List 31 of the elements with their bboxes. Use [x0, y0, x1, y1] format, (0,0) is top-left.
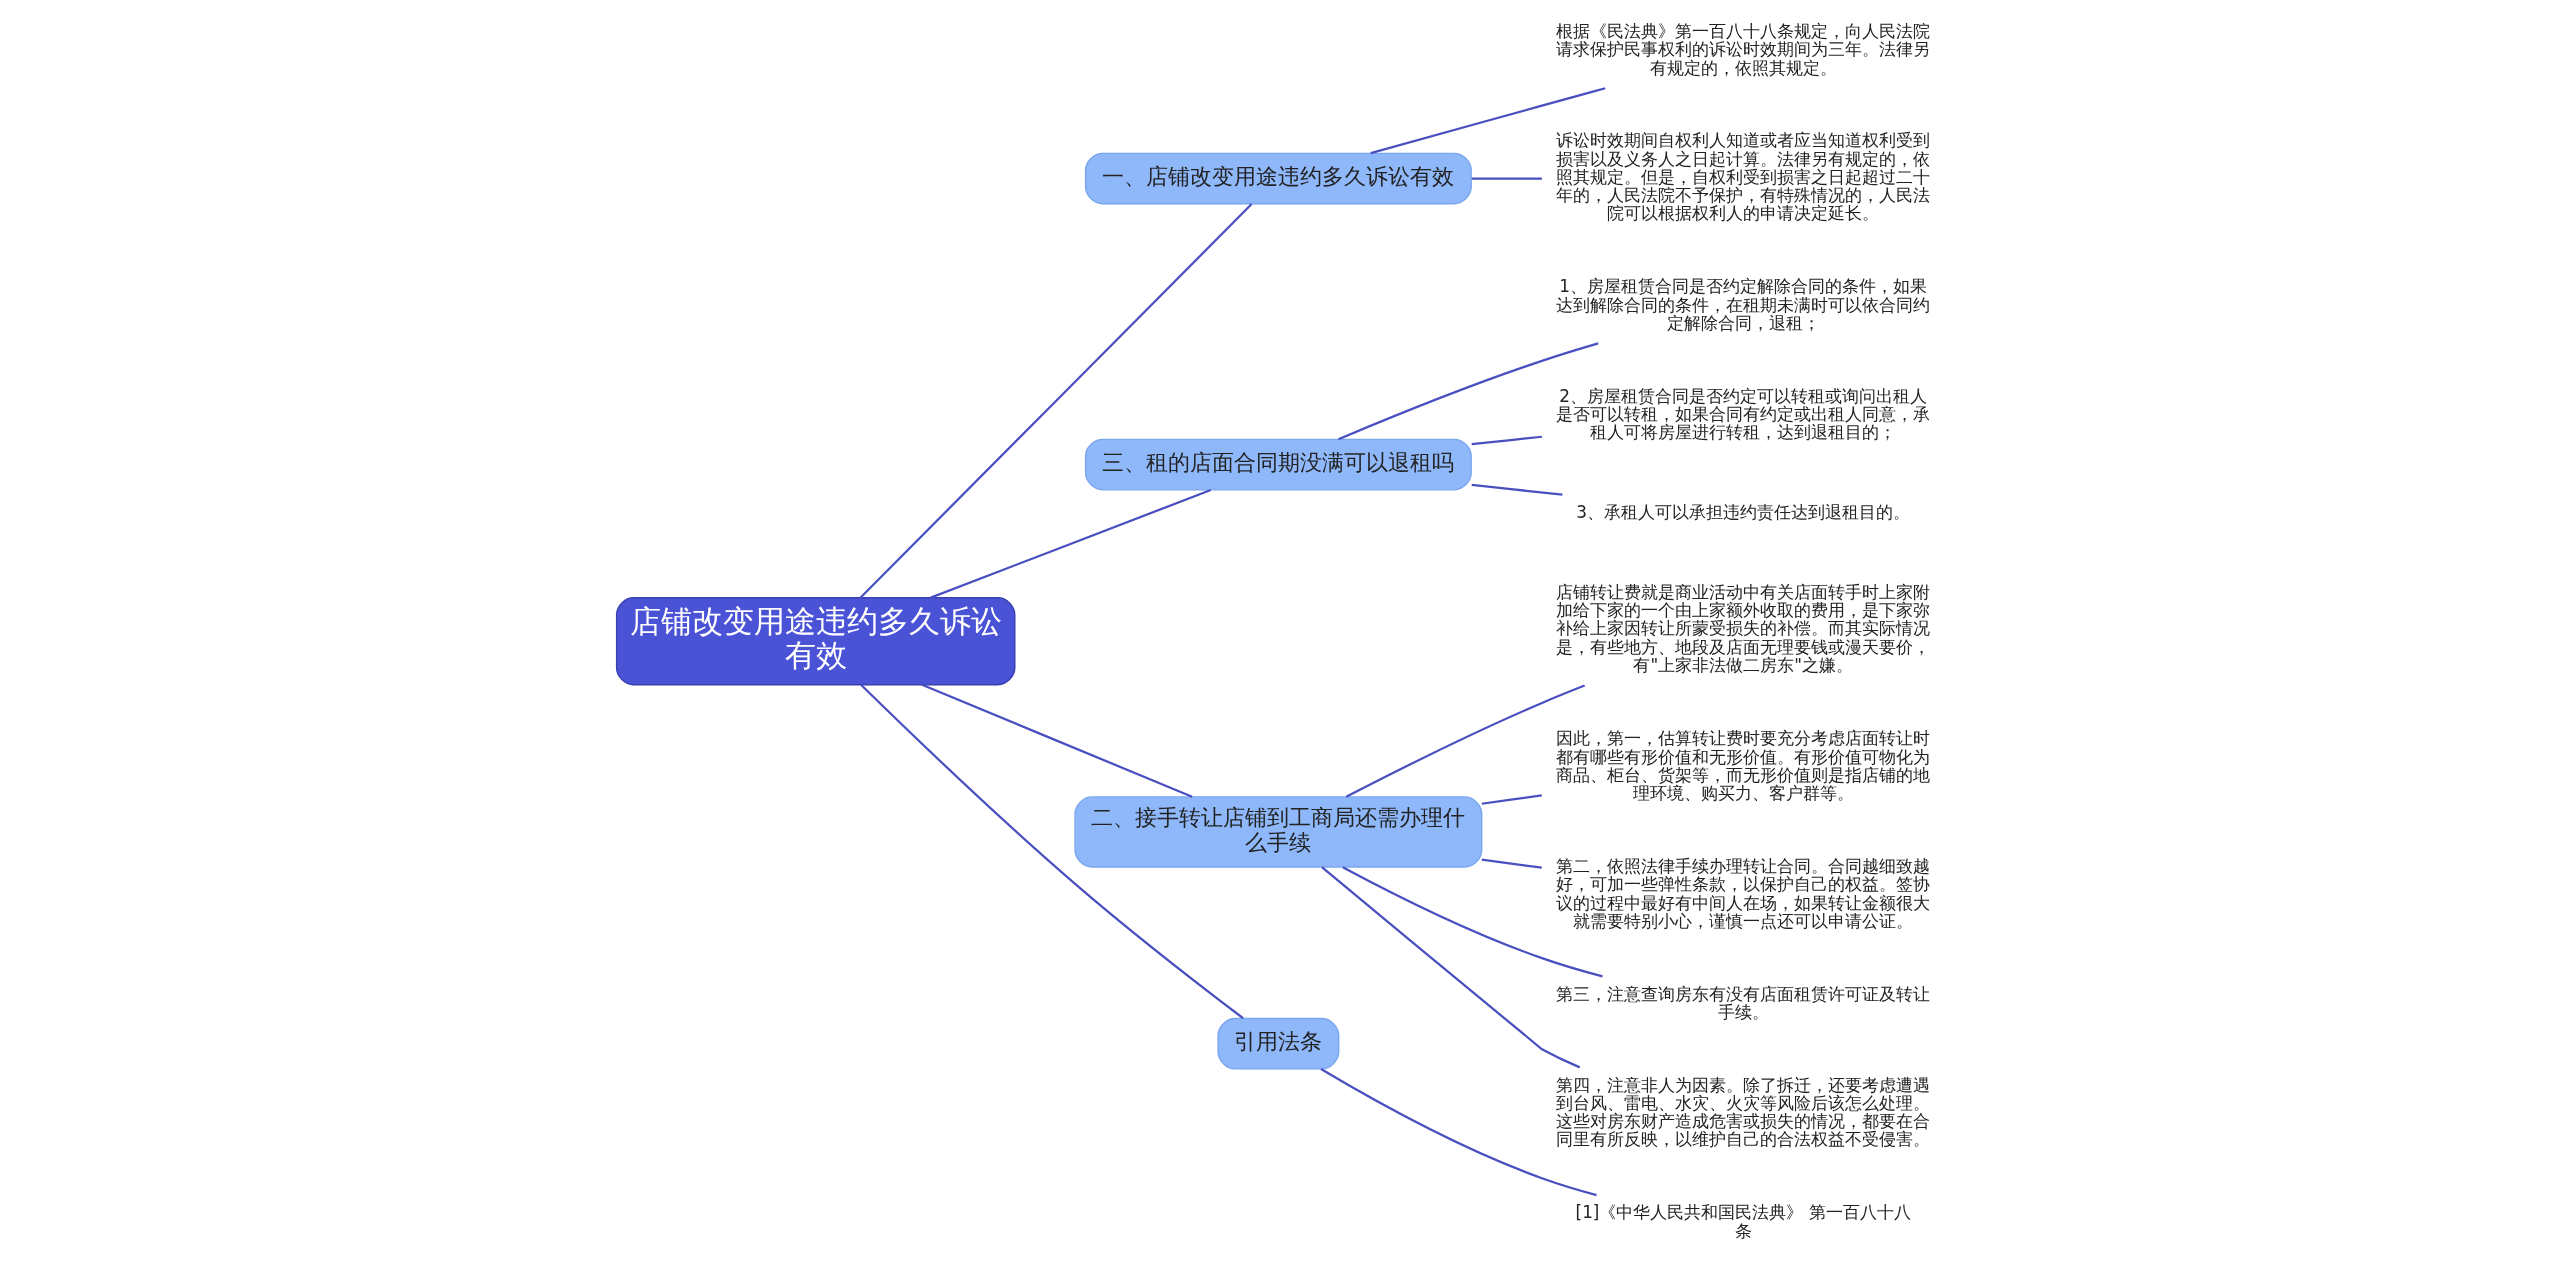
node-text: 2、房屋租赁合同是否约定可以转租或询问出租人是否可以转租，如果合同有约定或出租人同意，承租人可将房屋进行转租，达到退租目的； [1555, 385, 1930, 443]
connector [921, 683, 1193, 798]
node-text: 3、承租人可以承担违约责任达到退租目的。 [1575, 502, 1910, 523]
connector [859, 684, 1244, 1020]
connector [1319, 1068, 1597, 1197]
connector [1320, 866, 1580, 1069]
connector [1337, 342, 1599, 441]
connector [1481, 858, 1542, 869]
node-text: [1]《中华人民共和国民法典》 第一百八十八条 [1575, 1202, 1911, 1241]
connector [1471, 435, 1542, 446]
node-text: 第四，注意非人为因素。除了拆迁，还要考虑遭遇到台风、雷电、水灾、火灾等风险后该怎么处理。这些对房东财产造成危害或损失的情况，都要在合同里有所反映，以维护自己的合法权益不受侵害。 [1555, 1074, 1930, 1150]
node-box: 引用法条 [1216, 1017, 1339, 1070]
node-text: 根据《民法典》第一百八十八条规定，向人民法院请求保护民事权利的诉讼时效期间为三年。法律另有规定的，依照其规定。 [1555, 21, 1930, 78]
connector [1341, 866, 1603, 978]
connector [929, 489, 1211, 599]
node-box: 店铺改变用途违约多久诉讼有效 [615, 597, 1015, 686]
node-box: 二、接手转让店铺到工商局还需办理什么手续 [1073, 796, 1482, 868]
connector [1471, 177, 1542, 180]
connector [1345, 684, 1585, 798]
node-text: 第三，注意查询房东有没有店面租赁许可证及转让手续。 [1555, 983, 1930, 1022]
node-text: 1、房屋租赁合同是否约定解除合同的条件，如果达到解除合同的条件，在租期未满时可以依合同约定解除合同，退租； [1555, 276, 1930, 333]
node-box: 一、店铺改变用途违约多久诉讼有效 [1084, 152, 1472, 205]
node-text: 诉讼时效期间自权利人知道或者应当知道权利受到损害以及义务人之日起计算。法律另有规定的，依照其规定。但是，自权利受到损害之日起超过二十年的，人民法院不予保护，有特殊情况的，人民法院可以根据权利人的申请决定延长。 [1555, 130, 1930, 224]
node-text: 因此，第一，估算转让费时要充分考虑店面转让时都有哪些有形价值和无形价值。有形价值可物化为商品、柜台、货架等，而无形价值则是指店铺的地理环境、购买力、客户群等。 [1555, 728, 1930, 804]
connector [1471, 483, 1562, 496]
node-text: 店铺转让费就是商业活动中有关店面转手时上家附加给下家的一个由上家额外收取的费用，是下家弥补给上家因转让所蒙受损失的补偿。而其实际情况是，有些地方、地段及店面无理要钱或漫天要价，有"上家非法做二房东"之嫌。 [1555, 581, 1930, 675]
node-text: 第二，依照法律手续办理转让合同。合同越细致越好，可加一些弹性条款，以保护自己的权益。签协议的过程中最好有中间人在场，如果转让金额很大就需要特别小心，谨慎一点还可以申请公证。 [1555, 856, 1930, 931]
connector [1481, 794, 1542, 805]
connector [1369, 87, 1606, 155]
connector [859, 203, 1252, 599]
node-box: 三、租的店面合同期没满可以退租吗 [1084, 438, 1472, 491]
